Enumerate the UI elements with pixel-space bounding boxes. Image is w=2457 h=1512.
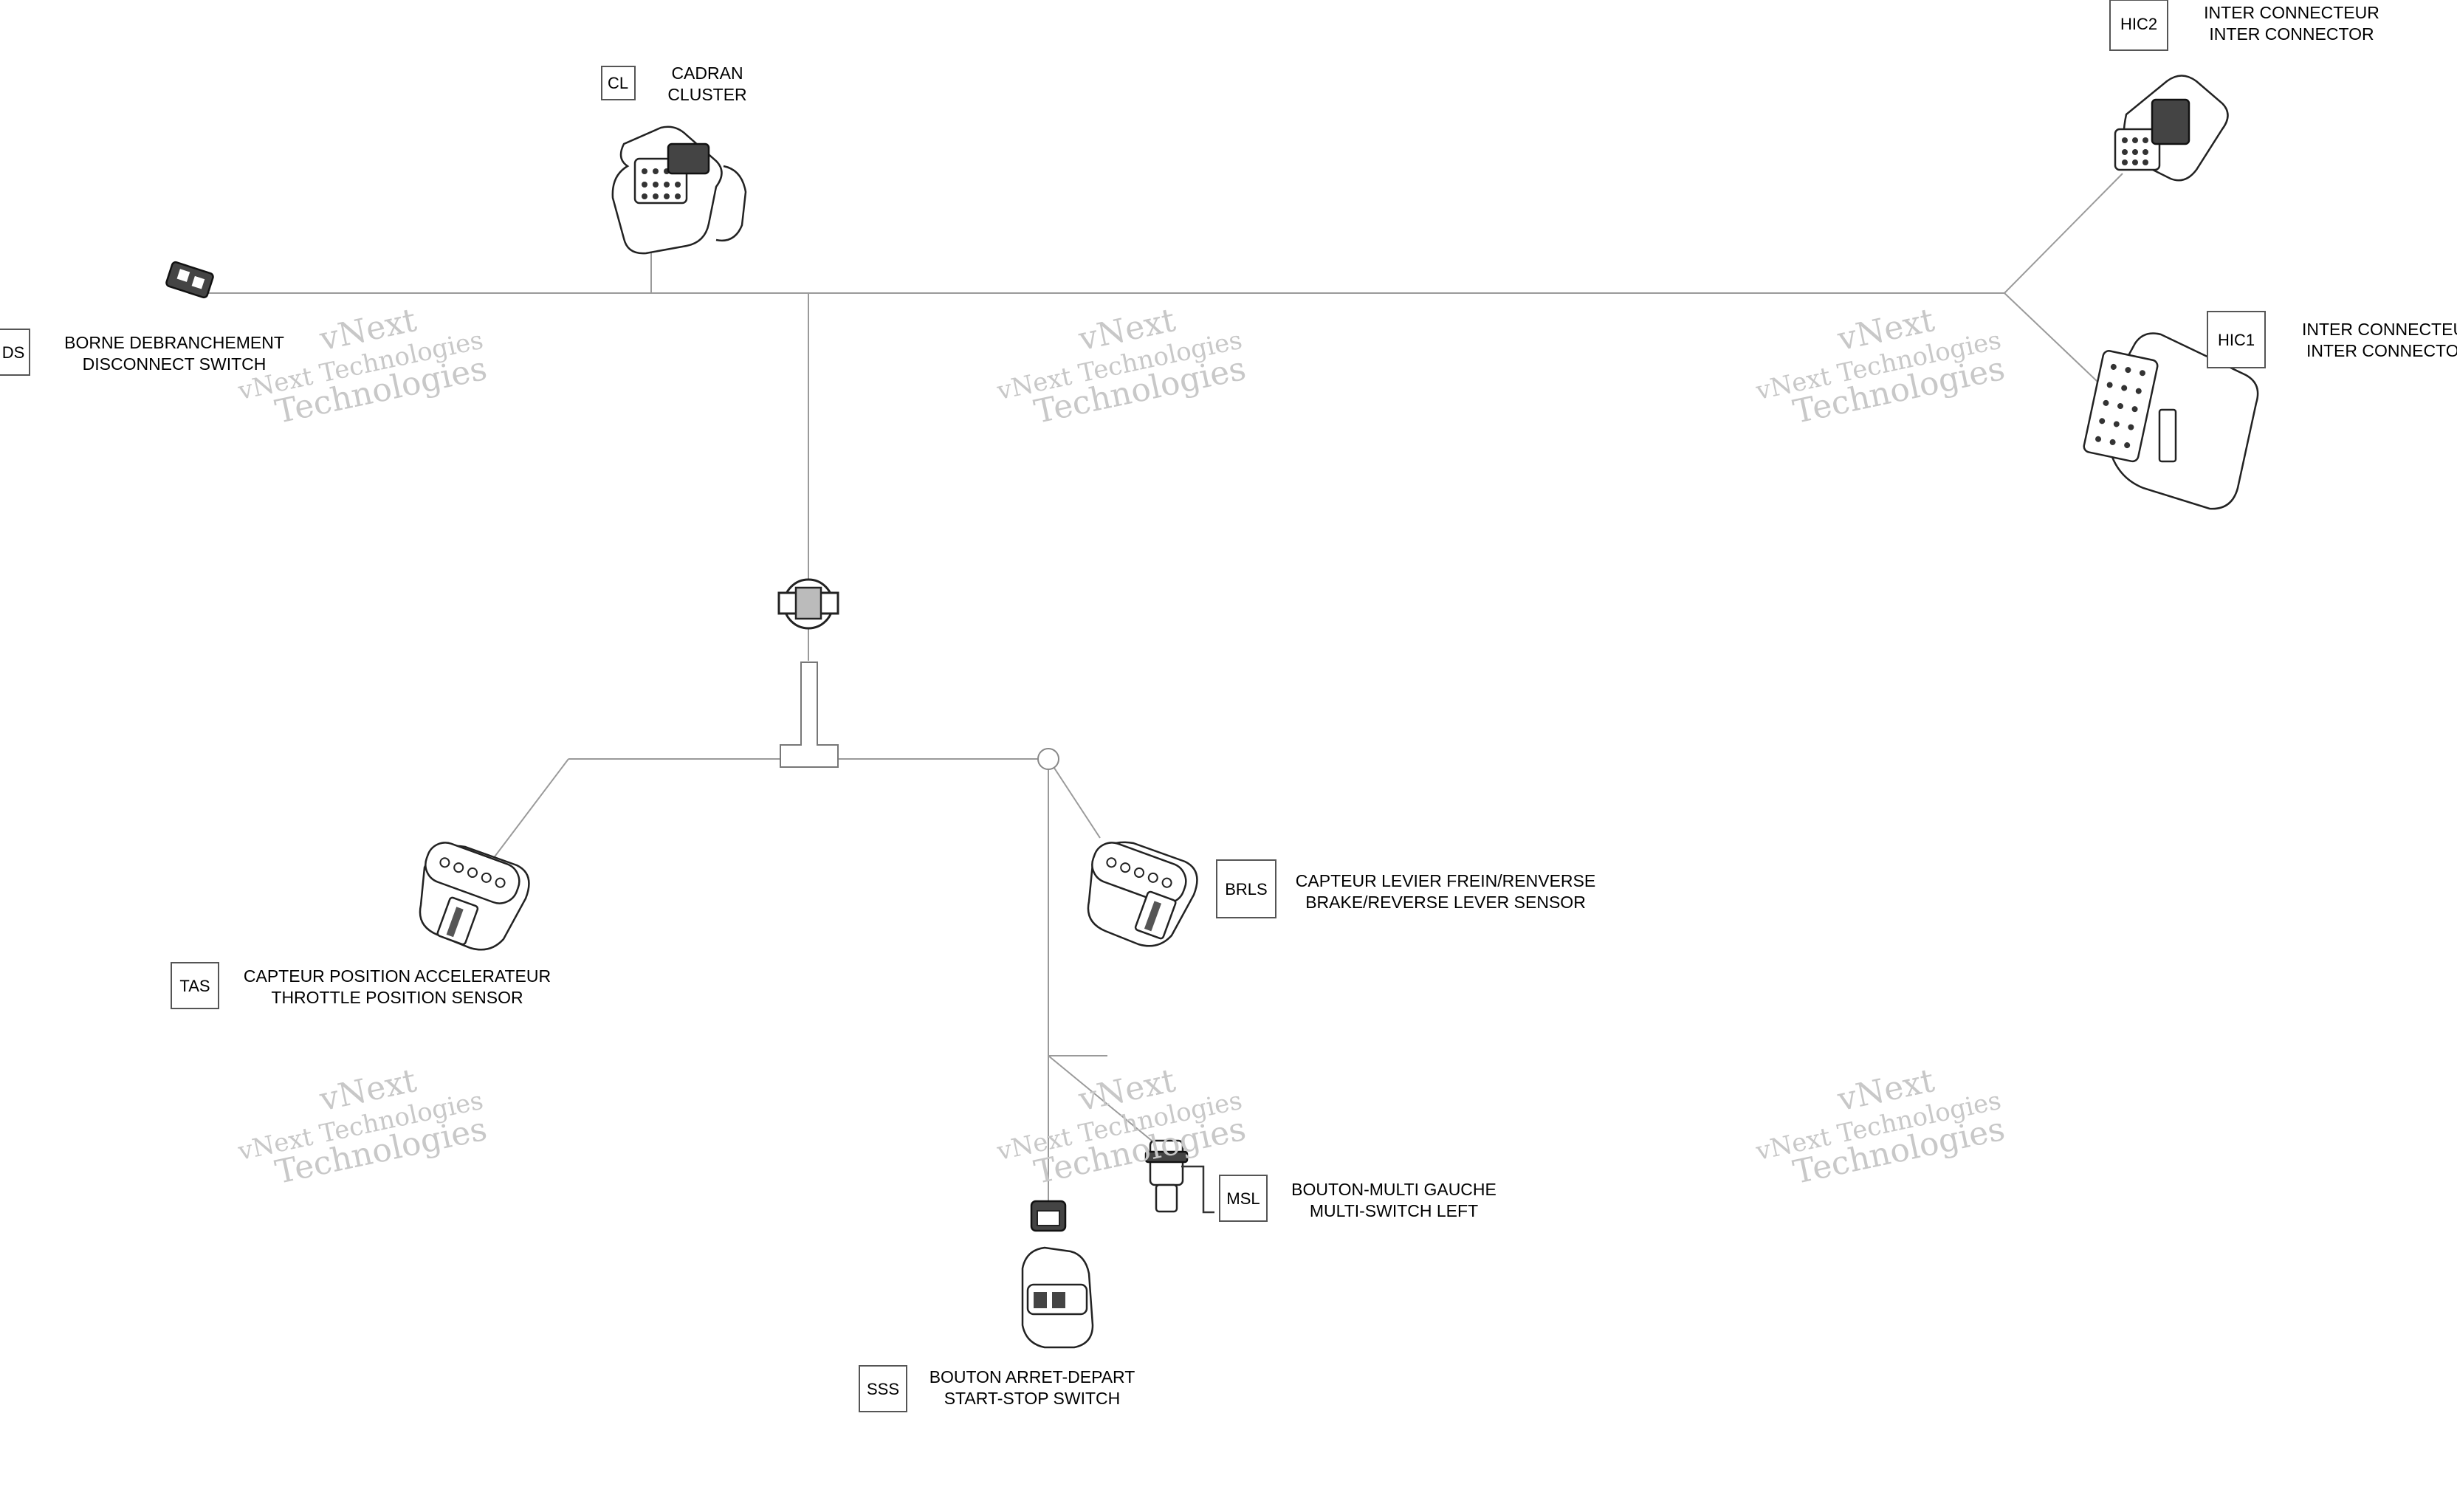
label-brake-reverse-sensor: CAPTEUR LEVIER FREIN/RENVERSE BRAKE/REVE… — [1296, 871, 1595, 912]
sss-switch-icon — [1021, 1200, 1094, 1349]
svg-text:BRLS: BRLS — [1225, 880, 1267, 898]
watermark: vNext vNext Technologies Technologies — [235, 301, 490, 431]
label-start-stop-switch: BOUTON ARRET-DEPART START-STOP SWITCH — [929, 1367, 1135, 1408]
disconnect-switch-icon — [165, 261, 214, 299]
cluster-connector-icon — [611, 126, 747, 255]
harness-clip-icon — [777, 578, 839, 630]
label-disconnect-switch: BORNE DEBRANCHEMENT DISCONNECT SWITCH — [64, 333, 284, 374]
watermark: vNext vNext Technologies Technologies — [1753, 301, 2008, 431]
connector-code-BRLS: BRLS — [1216, 859, 1276, 918]
label-hic1: INTER CONNECTEUR INTER CONNECTOR — [2302, 320, 2457, 360]
watermark: vNext vNext Technologies Technologies — [994, 301, 1249, 431]
tas-connector-icon — [419, 842, 530, 951]
svg-text:INTER CONNECTOR: INTER CONNECTOR — [2306, 341, 2457, 360]
svg-text:CAPTEUR POSITION ACCELERATEUR: CAPTEUR POSITION ACCELERATEUR — [244, 966, 551, 986]
svg-text:DS: DS — [2, 343, 25, 362]
junction-circle — [1037, 748, 1059, 770]
harness-wires — [199, 173, 2123, 1211]
svg-text:TAS: TAS — [179, 977, 210, 995]
svg-text:INTER CONNECTEUR: INTER CONNECTEUR — [2204, 3, 2379, 22]
svg-text:BOUTON ARRET-DEPART: BOUTON ARRET-DEPART — [929, 1367, 1135, 1386]
svg-text:INTER CONNECTOR: INTER CONNECTOR — [2209, 24, 2374, 44]
watermark: vNext vNext Technologies Technologies — [1753, 1062, 2008, 1192]
svg-text:CAPTEUR LEVIER FREIN/RENVERSE: CAPTEUR LEVIER FREIN/RENVERSE — [1296, 871, 1595, 890]
label-hic2: INTER CONNECTEUR INTER CONNECTOR — [2204, 3, 2379, 44]
svg-text:BORNE DEBRANCHEMENT: BORNE DEBRANCHEMENT — [64, 333, 284, 352]
connector-code-DS: DS — [0, 329, 30, 376]
svg-text:MSL: MSL — [1226, 1189, 1260, 1208]
svg-text:CADRAN: CADRAN — [671, 63, 743, 83]
svg-text:THROTTLE POSITION SENSOR: THROTTLE POSITION SENSOR — [271, 988, 523, 1007]
hic2-connector-icon — [2114, 75, 2229, 182]
t-junction — [780, 662, 839, 768]
label-cluster: CADRAN CLUSTER — [667, 63, 746, 104]
harness-junctions — [777, 578, 1059, 770]
label-multi-switch-left: BOUTON-MULTI GAUCHE MULTI-SWITCH LEFT — [1291, 1180, 1496, 1220]
svg-text:BRAKE/REVERSE LEVER SENSOR: BRAKE/REVERSE LEVER SENSOR — [1305, 893, 1586, 912]
watermark: vNext vNext Technologies Technologies — [235, 1062, 490, 1192]
svg-text:BOUTON-MULTI GAUCHE: BOUTON-MULTI GAUCHE — [1291, 1180, 1496, 1199]
msl-connector-icon — [1144, 1139, 1214, 1214]
connector-code-CL: CL — [601, 66, 636, 100]
svg-text:CL: CL — [608, 74, 628, 92]
svg-text:START-STOP SWITCH: START-STOP SWITCH — [944, 1389, 1121, 1408]
connector-code-SSS: SSS — [859, 1365, 907, 1412]
connector-code-HIC1: HIC1 — [2207, 311, 2266, 368]
svg-text:DISCONNECT SWITCH: DISCONNECT SWITCH — [83, 354, 267, 374]
connector-code-MSL: MSL — [1219, 1175, 1268, 1222]
svg-text:HIC1: HIC1 — [2218, 331, 2255, 349]
connector-code-HIC2: HIC2 — [2109, 0, 2168, 51]
svg-text:INTER CONNECTEUR: INTER CONNECTEUR — [2302, 320, 2457, 339]
svg-text:SSS: SSS — [867, 1380, 899, 1398]
label-throttle-sensor: CAPTEUR POSITION ACCELERATEUR THROTTLE P… — [244, 966, 551, 1007]
svg-text:HIC2: HIC2 — [2120, 15, 2157, 33]
svg-text:CLUSTER: CLUSTER — [667, 85, 746, 104]
hic1-connector-icon — [2083, 332, 2259, 510]
brls-connector-icon — [1087, 841, 1198, 947]
watermark: vNext vNext Technologies Technologies — [994, 1062, 1249, 1192]
connector-code-TAS: TAS — [171, 962, 219, 1009]
svg-text:MULTI-SWITCH LEFT: MULTI-SWITCH LEFT — [1310, 1201, 1478, 1220]
